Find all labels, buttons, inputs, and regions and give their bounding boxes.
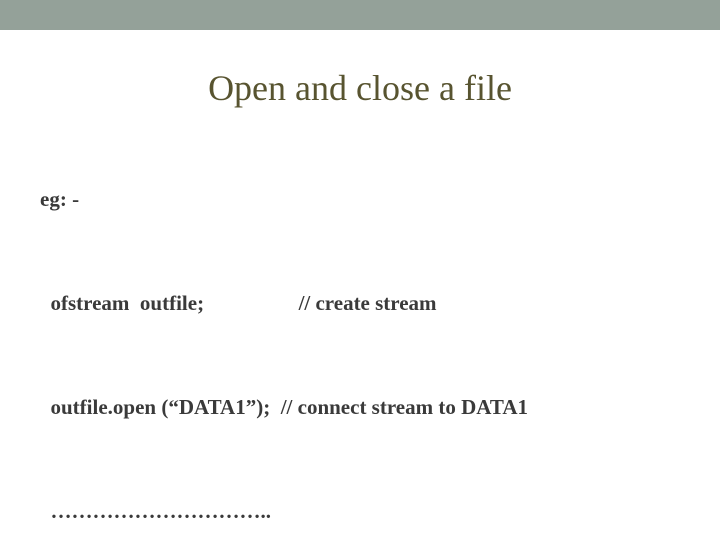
slide-body: eg: - ofstream outfile; // create stream…	[40, 113, 700, 540]
eg-label: eg: -	[40, 187, 80, 212]
slide-header-accent-bar	[0, 0, 720, 30]
slide-title: Open and close a file	[208, 68, 512, 109]
code-line: ofstream outfile; // create stream	[40, 290, 437, 315]
code-line: outfile.open (“DATA1”); // connect strea…	[40, 394, 528, 419]
dotted-line: …………………………..	[40, 498, 272, 523]
